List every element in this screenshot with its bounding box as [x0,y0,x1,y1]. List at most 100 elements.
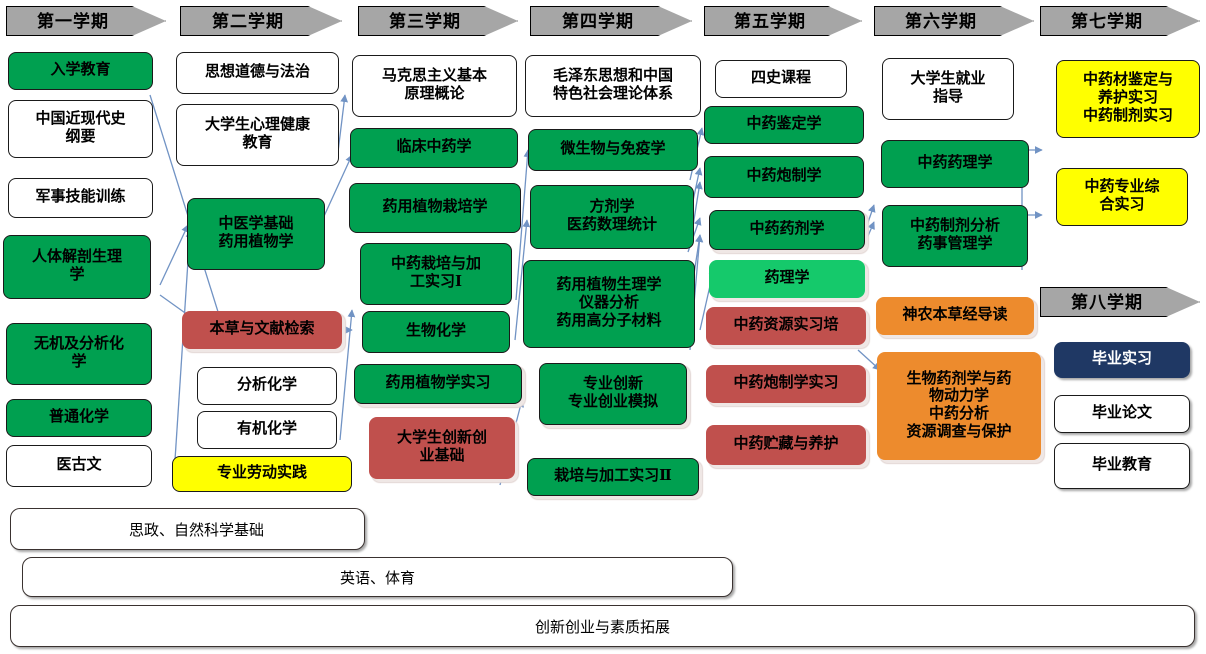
course-box[interactable]: 中医学基础药用植物学 [187,198,325,270]
course-box[interactable]: 方剂学医药数理统计 [530,185,694,249]
course-box[interactable]: 中药资源实习培 [706,307,866,345]
course-label: 药用植物栽培学 [382,199,488,216]
course-box[interactable]: 军事技能训练 [8,178,153,218]
course-box[interactable]: 普通化学 [6,399,152,437]
course-label: 临床中药学 [396,139,472,156]
semester-banner-5: 第五学期 [704,6,862,36]
course-box[interactable]: 中药炮制学实习 [706,365,866,403]
course-box[interactable]: 人体解剖生理学 [3,235,151,299]
course-box[interactable]: 毕业实习 [1054,342,1190,378]
course-box[interactable]: 药理学 [709,260,865,298]
course-label: 中药资源实习培 [733,317,839,334]
course-box[interactable]: 中药专业综合实习 [1056,168,1188,226]
semester-label: 第六学期 [905,11,977,31]
course-label: 有机化学 [236,421,297,438]
course-box[interactable]: 入学教育 [8,52,153,90]
semester-banner-4: 第四学期 [530,6,692,36]
semester-label: 第三学期 [389,11,461,31]
course-box[interactable]: 毕业论文 [1054,395,1190,433]
course-box[interactable]: 专业劳动实践 [172,456,352,492]
course-box[interactable]: 毕业教育 [1054,443,1190,489]
course-label: 专业创新专业创业模拟 [567,376,658,410]
course-label: 毕业教育 [1091,457,1152,474]
course-box[interactable]: 大学生心理健康教育 [176,104,339,166]
course-label: 生物化学 [405,323,466,340]
course-label: 思想道德与法治 [204,64,310,81]
footer-bar[interactable]: 思政、自然科学基础 [10,508,365,550]
course-box[interactable]: 专业创新专业创业模拟 [539,363,687,425]
course-box[interactable]: 无机及分析化学 [6,323,152,385]
course-label: 中医学基础药用植物学 [218,216,294,250]
course-label: 中药栽培与加工实习Ⅰ [390,256,481,290]
semester-banner-1: 第一学期 [6,6,166,36]
footer-bar[interactable]: 创新创业与素质拓展 [10,605,1195,647]
course-label: 药用植物生理学仪器分析药用高分子材料 [556,277,662,329]
course-box[interactable]: 有机化学 [197,411,337,449]
course-box[interactable]: 中药炮制学 [704,156,864,198]
course-label: 中药炮制学实习 [733,375,839,392]
course-box[interactable]: 生物化学 [362,311,510,353]
semester-label: 第四学期 [562,11,634,31]
semester-banner-3: 第三学期 [358,6,518,36]
course-label: 中药药理学 [917,155,993,172]
course-box[interactable]: 中药药剂学 [709,210,865,250]
course-box[interactable]: 中药材鉴定与养护实习中药制剂实习 [1056,60,1200,138]
course-box[interactable]: 微生物与免疫学 [528,129,698,171]
course-label: 微生物与免疫学 [560,141,666,158]
course-box[interactable]: 大学生创新创业基础 [369,417,515,479]
semester-label: 第七学期 [1071,11,1143,31]
semester-banner-6: 第六学期 [874,6,1034,36]
course-label: 中药制剂分析药事管理学 [909,218,1000,252]
course-box[interactable]: 药用植物栽培学 [349,183,521,233]
course-box[interactable]: 大学生就业指导 [882,58,1014,120]
course-label: 中药鉴定学 [746,116,822,133]
course-box[interactable]: 医古文 [6,445,152,487]
course-box[interactable]: 中药药理学 [881,140,1029,188]
course-box[interactable]: 栽培与加工实习Ⅱ [527,458,699,496]
course-box[interactable]: 中药栽培与加工实习Ⅰ [360,243,512,305]
course-label: 入学教育 [50,62,111,79]
course-label: 药理学 [764,270,810,287]
semester-label: 第一学期 [37,11,109,31]
footer-bar-label: 创新创业与素质拓展 [534,619,670,636]
course-box[interactable]: 中药贮藏与养护 [706,425,866,465]
course-label: 药用植物学实习 [385,375,491,392]
course-label: 毛泽东思想和中国特色社会理论体系 [552,68,673,102]
course-label: 四史课程 [750,70,811,87]
course-label: 中药材鉴定与养护实习中药制剂实习 [1082,72,1173,124]
semester-banner-8: 第八学期 [1040,287,1200,317]
course-box[interactable]: 神农本草经导读 [876,297,1034,335]
course-label: 神农本草经导读 [902,307,1008,324]
course-label: 大学生创新创业基础 [396,430,487,464]
course-label: 栽培与加工实习Ⅱ [554,468,672,485]
semester-banner-2: 第二学期 [180,6,342,36]
course-box[interactable]: 中国近现代史纲要 [8,100,153,158]
course-label: 无机及分析化学 [33,336,124,370]
course-label: 大学生心理健康教育 [204,117,310,151]
course-label: 中药药剂学 [749,221,825,238]
course-label: 马克思主义基本原理概论 [381,68,487,102]
course-label: 大学生就业指导 [910,71,986,105]
course-box[interactable]: 毛泽东思想和中国特色社会理论体系 [525,55,701,117]
course-label: 中药炮制学 [746,168,822,185]
semester-banner-7: 第七学期 [1040,6,1200,36]
course-box[interactable]: 本草与文献检索 [182,311,342,349]
semester-label: 第八学期 [1071,292,1143,312]
course-box[interactable]: 思想道德与法治 [176,52,339,94]
course-box[interactable]: 临床中药学 [350,128,518,168]
course-box[interactable]: 马克思主义基本原理概论 [352,55,517,117]
course-label: 军事技能训练 [35,189,126,206]
course-box[interactable]: 四史课程 [715,60,847,98]
course-box[interactable]: 中药鉴定学 [704,106,864,144]
course-box[interactable]: 生物药剂学与药物动力学中药分析资源调查与保护 [877,352,1041,460]
semester-label: 第二学期 [212,11,284,31]
course-box[interactable]: 药用植物生理学仪器分析药用高分子材料 [523,260,695,348]
course-box[interactable]: 分析化学 [197,367,337,405]
footer-bar[interactable]: 英语、体育 [22,557,733,597]
course-label: 人体解剖生理学 [31,249,122,283]
course-box[interactable]: 药用植物学实习 [354,364,522,404]
course-label: 方剂学医药数理统计 [566,199,657,233]
course-label: 毕业实习 [1091,351,1152,368]
course-box[interactable]: 中药制剂分析药事管理学 [882,205,1028,267]
